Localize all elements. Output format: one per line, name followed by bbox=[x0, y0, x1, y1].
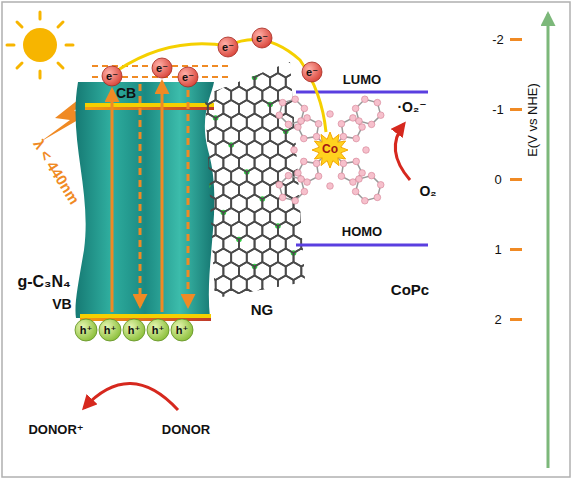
tick-label: -1 bbox=[492, 103, 504, 117]
material-label: CoPc bbox=[391, 282, 429, 299]
band-label: VB bbox=[52, 297, 71, 312]
energy-axis bbox=[547, 14, 550, 468]
co-center bbox=[312, 132, 348, 168]
band-label: CB bbox=[116, 86, 136, 101]
sun bbox=[7, 12, 73, 78]
semiconductor-band bbox=[75, 82, 214, 318]
electron: e⁻ bbox=[222, 41, 234, 53]
level-label: LUMO bbox=[343, 73, 381, 87]
wavelength-label: λ < 440nm bbox=[30, 137, 83, 208]
vb-bar bbox=[80, 318, 211, 321]
electron: e⁻ bbox=[256, 32, 268, 44]
electron: e⁻ bbox=[182, 71, 194, 83]
graphene-sheet bbox=[192, 46, 356, 458]
hole: h⁺ bbox=[80, 324, 93, 336]
tick-label: -2 bbox=[492, 33, 504, 47]
reduction-arrow bbox=[395, 124, 410, 180]
donor-label: DONOR⁺ bbox=[28, 423, 83, 437]
copc-molecule bbox=[276, 96, 384, 204]
hole-spheres bbox=[75, 319, 193, 341]
electron: e⁻ bbox=[106, 70, 118, 82]
material-label: g-C₃N₄ bbox=[17, 273, 70, 291]
homo-level bbox=[296, 244, 428, 247]
electron-spheres bbox=[102, 28, 322, 87]
hole: h⁺ bbox=[152, 324, 165, 336]
excitation-arrows bbox=[112, 82, 188, 312]
tick-label: 0 bbox=[494, 173, 501, 187]
vb-edge bbox=[80, 314, 211, 318]
metal-label: Co bbox=[322, 143, 338, 156]
cb-edge bbox=[85, 103, 214, 107]
material-label: NG bbox=[251, 302, 274, 319]
hole: h⁺ bbox=[128, 324, 141, 336]
electron: e⁻ bbox=[306, 66, 318, 78]
species-label: O₂ bbox=[419, 184, 436, 199]
oxidation-arrow bbox=[84, 383, 178, 410]
species-label: ·O₂⁻ bbox=[397, 100, 426, 115]
hole: h⁺ bbox=[176, 324, 189, 336]
level-label: HOMO bbox=[342, 225, 382, 239]
tick-label: 2 bbox=[494, 313, 501, 327]
axis-ticks bbox=[510, 38, 522, 321]
axis-title: E(V vs NHE) bbox=[526, 83, 540, 157]
electron: e⁻ bbox=[156, 62, 168, 74]
donor-label: DONOR bbox=[162, 423, 210, 437]
tick-label: 1 bbox=[494, 243, 501, 257]
cb-bar bbox=[85, 107, 214, 110]
hole: h⁺ bbox=[104, 324, 117, 336]
